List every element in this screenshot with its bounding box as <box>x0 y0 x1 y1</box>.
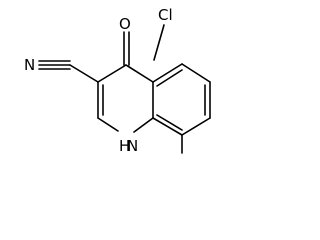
nitrile-nitrogen-label: N <box>24 56 35 74</box>
quinoline-structure-diagram: Cl O N H N <box>24 6 211 155</box>
ring-nitrogen-label: N <box>127 137 138 155</box>
bonds <box>38 24 211 154</box>
bond-c8-c8a-b <box>156 114 183 131</box>
oxygen-atom-label: O <box>119 15 131 33</box>
bond-c3-cn <box>69 64 99 83</box>
chlorine-atom-label: Cl <box>158 6 173 24</box>
bond-c5-cl <box>153 24 165 61</box>
bond-c4-c3 <box>97 64 127 83</box>
ring-nh-hydrogen-label: H <box>119 137 130 155</box>
bond-c5-c6 <box>181 63 211 83</box>
bond-c4a-c5-a <box>152 63 183 83</box>
bond-c7-c8 <box>181 117 211 136</box>
bond-c4-c4a <box>125 64 154 83</box>
bond-c8-c8a-a <box>152 117 183 136</box>
bond-n1-c8a <box>133 117 154 133</box>
bond-c2-n1 <box>97 117 119 132</box>
bond-c4a-c5-b <box>156 69 183 87</box>
